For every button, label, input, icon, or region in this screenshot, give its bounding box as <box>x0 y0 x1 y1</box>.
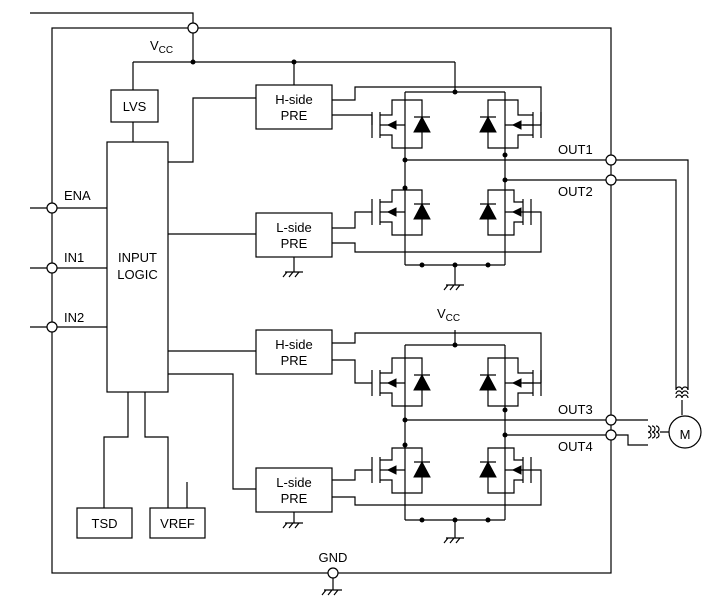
vcc-mid-label: VCC <box>437 306 460 324</box>
pre2-l-label-1: L-side <box>276 475 311 490</box>
vref-block <box>149 507 206 539</box>
diode-d3 <box>405 189 431 236</box>
pre1-l-label-1: L-side <box>276 220 311 235</box>
rail-junction <box>485 517 491 523</box>
out4-external-wire <box>616 434 648 446</box>
logic-to-vref <box>144 392 169 508</box>
ena-label: ENA <box>64 188 91 203</box>
h-bridge-2: VCC <box>332 306 606 544</box>
coil-to-motor-wires <box>660 400 683 433</box>
arrow <box>386 465 397 475</box>
pre2-h-label-1: H-side <box>275 337 313 352</box>
vcc-junction <box>190 59 196 65</box>
diode-d7 <box>405 447 431 494</box>
lvs-block <box>110 89 159 123</box>
rail-junction <box>452 89 458 95</box>
gnd-pin <box>327 567 339 579</box>
ground-symbol <box>282 512 303 529</box>
pre1-l-label-2: PRE <box>281 236 308 251</box>
coil-2 <box>647 425 660 439</box>
mosfet-q1 <box>371 99 405 149</box>
tsd-label: TSD <box>92 516 118 531</box>
out1-external-wire <box>616 159 689 390</box>
arrow <box>386 120 397 130</box>
pre2-l-label-2: PRE <box>281 491 308 506</box>
tsd-block <box>76 507 133 539</box>
pre1-h-label-1: H-side <box>275 92 313 107</box>
out2-label: OUT2 <box>558 184 593 199</box>
ground-symbol <box>443 537 464 544</box>
diode-d8 <box>479 447 505 494</box>
pre2-h-block: H-side PRE <box>255 329 333 375</box>
diode-d5 <box>405 357 431 407</box>
out4-pin <box>605 429 617 441</box>
rail-junction <box>452 517 458 523</box>
pre1-h-gate-wires <box>332 86 542 126</box>
vcc-junction <box>291 59 297 65</box>
rail-junction <box>452 262 458 268</box>
out1-pin <box>605 154 617 166</box>
logic-to-tsd <box>103 392 129 508</box>
input-logic-label-2: LOGIC <box>117 267 157 282</box>
logic-to-pre1-h <box>168 97 256 163</box>
vref-label: VREF <box>160 516 195 531</box>
arrow <box>511 378 522 388</box>
in1-pin <box>46 262 58 274</box>
out3-pin <box>605 414 617 426</box>
in1-label: IN1 <box>64 250 84 265</box>
vcc-pin <box>187 22 199 34</box>
vcc-top-label: VCC <box>150 38 173 56</box>
arrow <box>511 207 522 217</box>
pre2-l-gate-wires <box>332 469 542 506</box>
pre1-l-gate-wires <box>332 211 542 253</box>
mosfet-q5 <box>371 357 405 407</box>
out3-label: OUT3 <box>558 402 593 417</box>
out2-external-wire <box>616 179 677 390</box>
pre1-h-block: H-side PRE <box>255 84 333 130</box>
pre1-h-label-2: PRE <box>281 108 308 123</box>
arrow <box>386 378 397 388</box>
arrow <box>511 465 522 475</box>
diode-d1 <box>405 99 431 149</box>
input-logic-label-1: INPUT <box>118 250 157 265</box>
mosfet-q6 <box>505 357 542 407</box>
ena-pin <box>46 202 58 214</box>
mosfet-q2 <box>505 99 542 149</box>
out4-label: OUT4 <box>558 439 593 454</box>
rail-junction <box>452 342 458 348</box>
bridge2-bottom-rail <box>405 519 505 538</box>
arrow <box>386 207 397 217</box>
pre1-l-block: L-side PRE <box>255 212 333 258</box>
h-bridge-1 <box>332 86 606 291</box>
out2-pin <box>605 174 617 186</box>
motor-symbol <box>668 415 702 449</box>
pre2-l-block: L-side PRE <box>255 467 333 513</box>
out1-label: OUT1 <box>558 142 593 157</box>
rail-junction <box>419 262 425 268</box>
diode-d6 <box>479 357 505 407</box>
pre2-h-label-2: PRE <box>281 353 308 368</box>
ground-symbol <box>443 284 464 291</box>
input-logic-block <box>106 141 169 393</box>
rail-junction <box>485 262 491 268</box>
diode-d2 <box>479 99 505 149</box>
vcc-input-wire <box>30 12 194 23</box>
in2-pin <box>46 321 58 333</box>
motor-label: M <box>680 427 691 442</box>
coil-1 <box>675 386 689 399</box>
lvs-label: LVS <box>123 99 147 114</box>
arrow <box>511 120 522 130</box>
gnd-label: GND <box>319 550 348 565</box>
ground-symbol <box>321 578 342 596</box>
diode-d4 <box>479 189 505 236</box>
bridge1-bottom-rail <box>405 264 505 285</box>
rail-junction <box>419 517 425 523</box>
in2-label: IN2 <box>64 310 84 325</box>
ground-symbol <box>282 257 303 278</box>
logic-to-pre2-l <box>168 373 256 490</box>
